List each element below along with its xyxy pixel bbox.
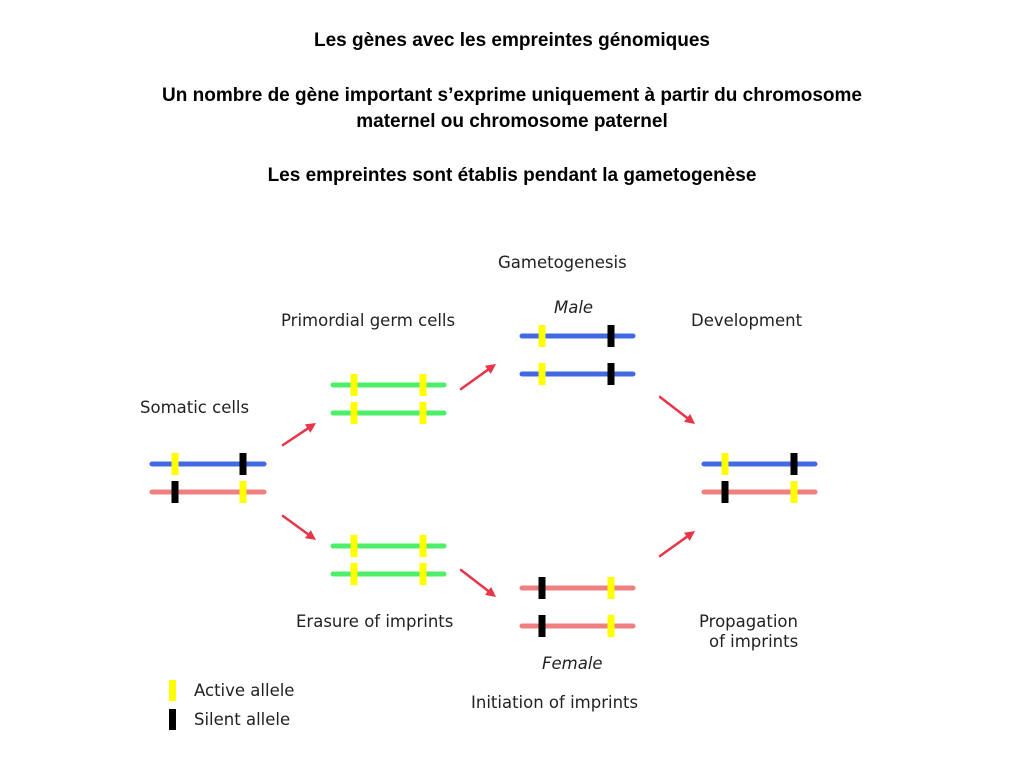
label-primordial-germ-cells: Primordial germ cells <box>281 311 455 330</box>
active-allele-mark <box>419 563 427 585</box>
arrow-head <box>304 423 316 433</box>
chromosome-11 <box>701 453 818 475</box>
label-male: Male <box>554 298 593 317</box>
active-allele-mark <box>350 535 358 557</box>
silent-allele-mark <box>790 453 798 475</box>
arrow-shaft <box>658 535 689 558</box>
chromosome-10 <box>519 615 636 637</box>
chromosome-7 <box>519 325 636 347</box>
arrow-head <box>485 586 496 597</box>
silent-allele-mark <box>607 325 615 347</box>
chromosome-12 <box>701 481 818 503</box>
active-allele-mark <box>607 577 615 599</box>
chromosome-4 <box>330 402 447 424</box>
silent-allele-mark <box>171 481 179 503</box>
arrow-shaft <box>459 368 490 391</box>
chromosome-1 <box>149 453 267 475</box>
arrow-1 <box>281 423 316 447</box>
active-allele-mark <box>350 374 358 396</box>
label-erasure-of-imprints: Erasure of imprints <box>296 612 453 631</box>
arrow-layer <box>281 364 695 597</box>
arrow-6 <box>658 531 695 558</box>
active-allele-mark <box>419 535 427 557</box>
slide-text-line-2: maternel ou chromosome paternel <box>356 111 668 132</box>
active-allele-mark <box>607 615 615 637</box>
label-initiation-of-imprints: Initiation of imprints <box>471 693 638 712</box>
label-female: Female <box>542 654 603 673</box>
active-allele-mark <box>171 453 179 475</box>
chromosome-9 <box>519 577 636 599</box>
label-gametogenesis: Gametogenesis <box>498 253 627 272</box>
chromosome-2 <box>149 481 267 503</box>
active-allele-mark <box>419 374 427 396</box>
active-allele-mark <box>239 481 247 503</box>
arrow-shaft <box>459 568 490 593</box>
active-allele-mark <box>538 325 546 347</box>
silent-allele-mark <box>538 577 546 599</box>
slide-text-line-3: Les empreintes sont établis pendant la g… <box>267 165 757 186</box>
label-development: Development <box>691 311 803 330</box>
legend-silent-swatch <box>169 709 176 730</box>
active-allele-mark <box>721 453 729 475</box>
chromosome-3 <box>330 374 447 396</box>
arrow-head <box>304 530 316 540</box>
chromosome-5 <box>330 535 447 557</box>
arrow-2 <box>281 514 316 540</box>
silent-allele-mark <box>239 453 247 475</box>
arrow-4 <box>459 568 496 597</box>
legend-active-label: Active allele <box>194 681 294 700</box>
arrow-head <box>684 413 695 424</box>
active-allele-mark <box>350 402 358 424</box>
active-allele-mark <box>419 402 427 424</box>
arrow-shaft <box>281 514 310 536</box>
legend-silent-label: Silent allele <box>194 710 290 729</box>
legend-active-swatch <box>169 680 176 701</box>
active-allele-mark <box>790 481 798 503</box>
silent-allele-mark <box>721 481 729 503</box>
active-allele-mark <box>538 363 546 385</box>
label-somatic-cells: Somatic cells <box>140 398 249 417</box>
arrow-shaft <box>281 427 309 447</box>
slide-title: Les gènes avec les empreintes génomiques <box>313 30 710 51</box>
chromosome-6 <box>330 563 447 585</box>
arrow-3 <box>459 364 496 391</box>
active-allele-mark <box>350 563 358 585</box>
arrow-shaft <box>658 395 689 420</box>
chromosome-layer <box>149 325 818 637</box>
slide-text-line-1: Un nombre de gène important s’exprime un… <box>162 85 862 106</box>
arrow-5 <box>658 395 695 424</box>
arrow-head <box>484 364 496 374</box>
label-of-imprints: of imprints <box>709 632 798 651</box>
label-propagation: Propagation <box>699 612 798 631</box>
arrow-head <box>683 531 695 541</box>
chromosome-8 <box>519 363 636 385</box>
silent-allele-mark <box>538 615 546 637</box>
silent-allele-mark <box>607 363 615 385</box>
